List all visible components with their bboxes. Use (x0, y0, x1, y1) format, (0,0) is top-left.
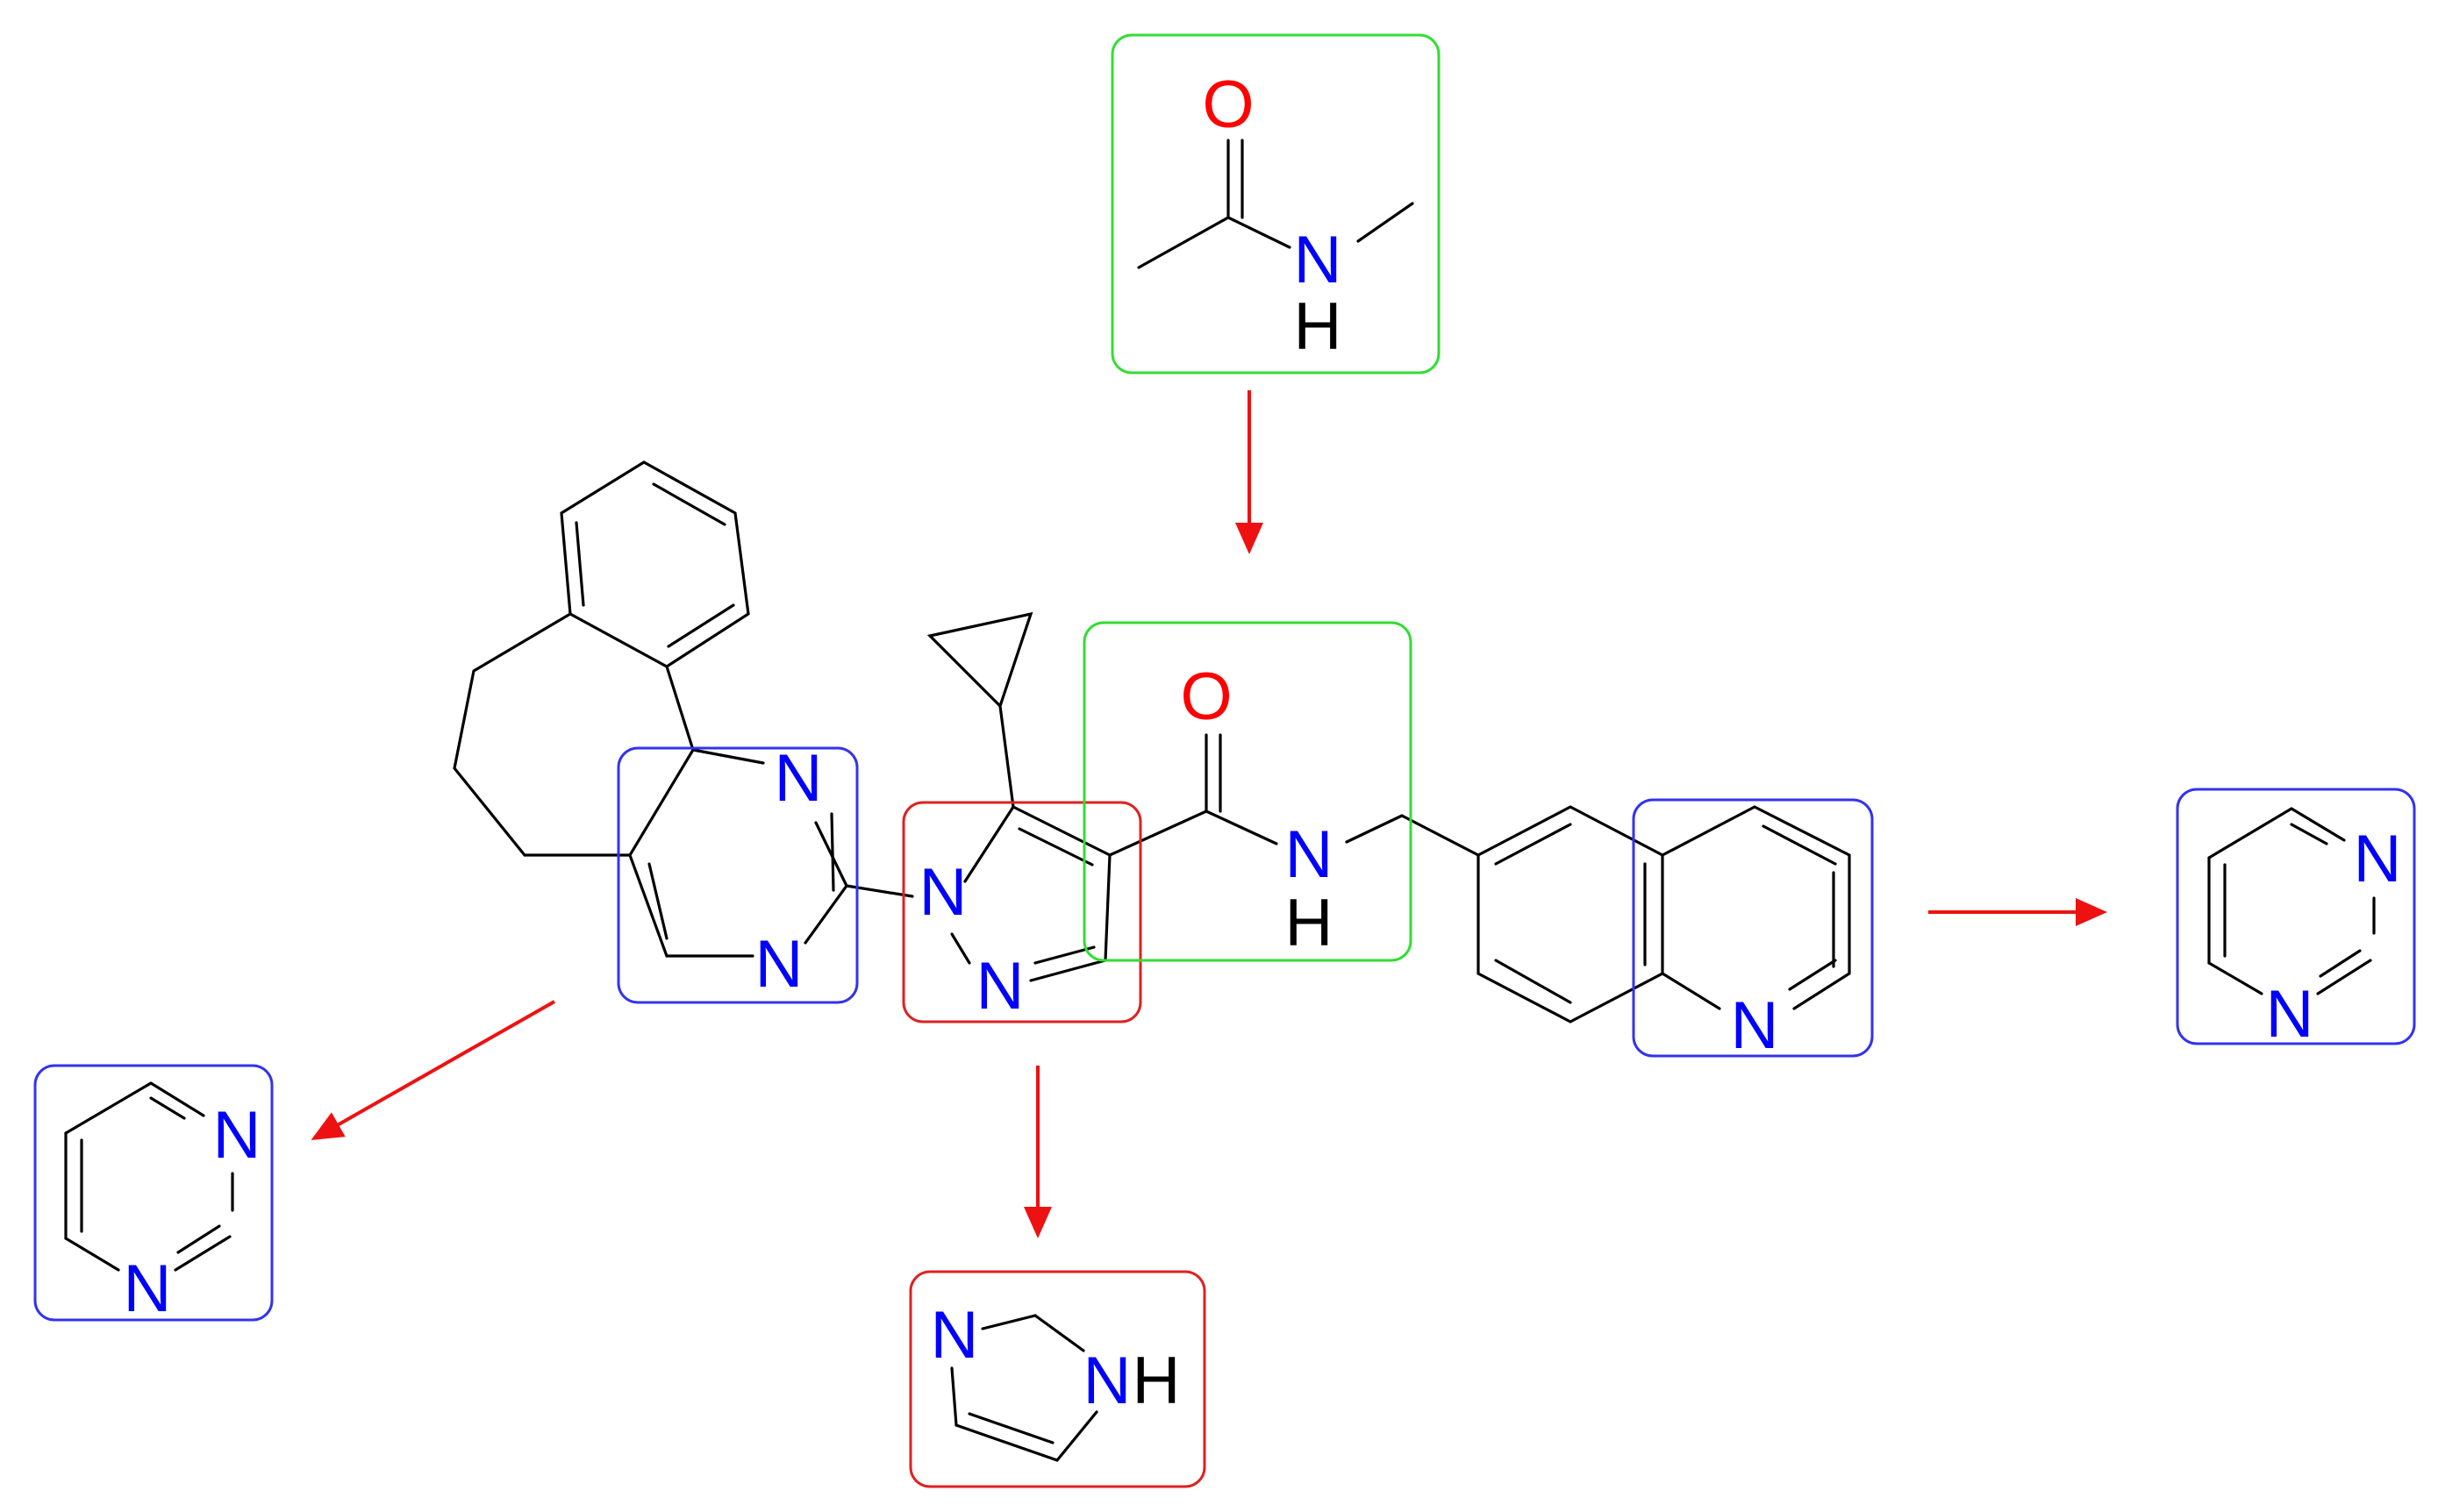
imidazole-nh-h: H (1133, 1344, 1181, 1418)
box-pyrimidine-right (2176, 788, 2416, 1045)
box-main-amide (1083, 621, 1412, 962)
imidazole-nh-n: N (1083, 1344, 1132, 1418)
amide-nitrogen: N (1285, 817, 1333, 892)
fragment-amide-top: O N H (1111, 33, 1441, 374)
pyrimidine-n2: N (755, 927, 804, 1002)
fragment-imidazole-bottom: N N H (909, 1270, 1206, 1488)
pyrazole-n2: N (976, 949, 1025, 1023)
fragment-pyrimidine-left: N N (33, 1064, 274, 1326)
atom-nitrogen: N (1294, 223, 1342, 297)
main-molecule: N N N N O N H N (453, 460, 1851, 1063)
atom-hydrogen: H (1294, 289, 1342, 364)
box-imidazole (909, 1270, 1206, 1488)
pyrazole-n1: N (919, 855, 968, 930)
atom-oxygen: O (1202, 68, 1254, 142)
arrow-down-left-icon (311, 1000, 555, 1140)
benzene-ring (560, 460, 750, 668)
quinoline-n: N (1731, 988, 1779, 1063)
left-pyrimidine-n2: N (124, 1252, 172, 1326)
imidazole-n: N (931, 1298, 979, 1373)
box-pyrimidine-left (33, 1064, 274, 1322)
box-amide-top (1111, 33, 1441, 374)
right-pyrimidine-n2: N (2266, 977, 2314, 1052)
amide-hydrogen: H (1285, 886, 1333, 960)
left-pyrimidine-n1: N (213, 1098, 261, 1173)
pyrimidine-n1: N (775, 741, 823, 816)
box-main-pyridine (1632, 798, 1874, 1058)
box-main-pyrazole (902, 801, 1142, 1023)
right-pyrimidine-n1: N (2354, 822, 2402, 896)
cyclopropyl-ring (926, 611, 1033, 709)
fragment-pyrimidine-right: N N (2176, 788, 2416, 1052)
box-main-pyrimidine (617, 746, 859, 1004)
amide-oxygen: O (1180, 660, 1232, 734)
